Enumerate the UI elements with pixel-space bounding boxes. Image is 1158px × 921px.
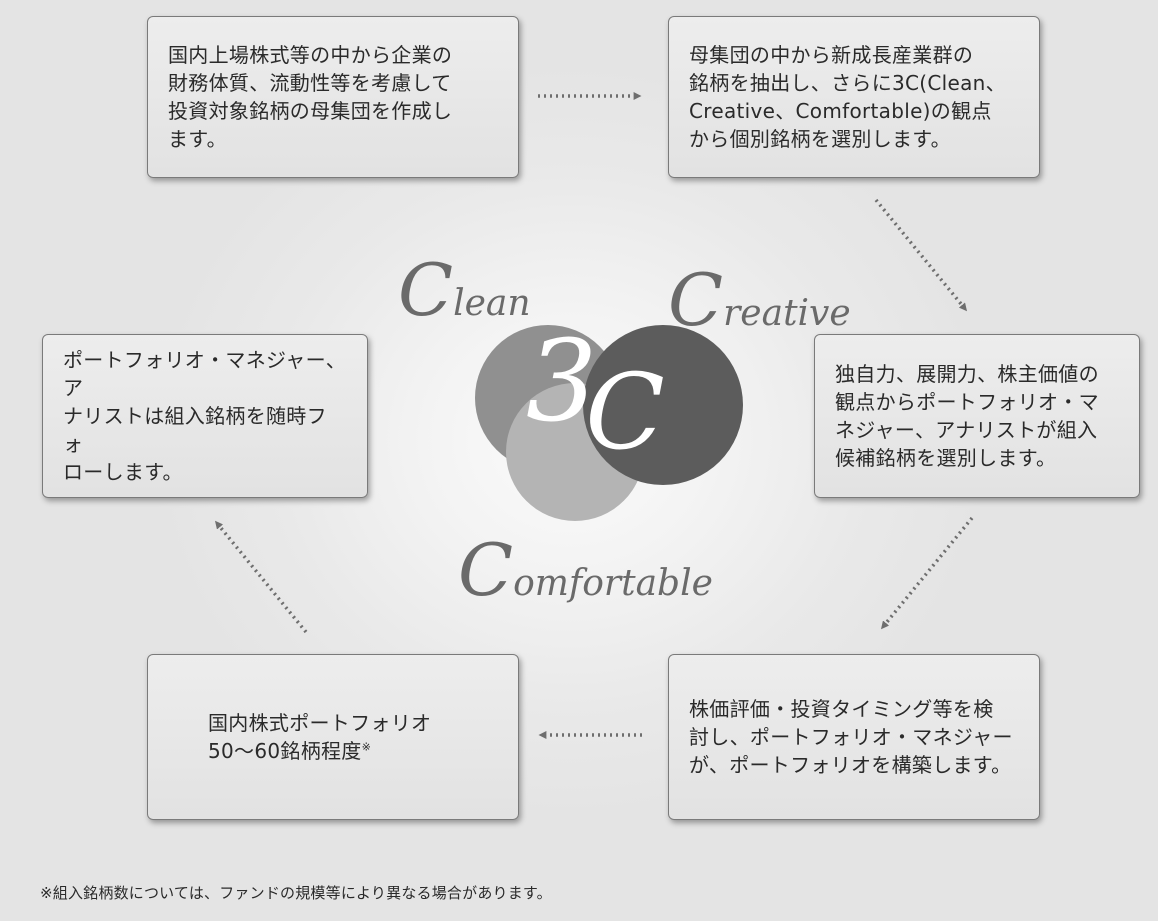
step-2-line-3: Creative、Comfortable)の観点 <box>689 99 992 123</box>
logo-3c: 3C <box>526 326 677 464</box>
step-5-line-1: 国内株式ポートフォリオ <box>208 711 432 735</box>
step-1-line-3: 投資対象銘柄の母集団を作成し <box>168 99 453 123</box>
step-3-line-4: 候補銘柄を選別します。 <box>835 446 1057 470</box>
label-clean-initial: C <box>398 248 454 332</box>
step-6-line-3: ローします。 <box>63 460 183 484</box>
label-comfortable: Comfortable <box>458 528 713 612</box>
step-6-line-2: ナリストは組入銘柄を随時フォ <box>63 404 327 456</box>
step-3-line-2: 観点からポートフォリオ・マ <box>835 390 1099 414</box>
step-2-line-1: 母集団の中から新成長産業群の <box>689 43 974 67</box>
step-1-line-1: 国内上場株式等の中から企業の <box>168 43 453 67</box>
step-5-line-2-row: 50〜60銘柄程度※ <box>208 737 498 765</box>
label-creative: Creative <box>668 258 851 342</box>
logo-3c-letter: C <box>585 351 665 473</box>
label-clean-rest: lean <box>453 283 531 324</box>
label-creative-rest: reative <box>723 293 851 334</box>
arrow-step2-to-step3 <box>874 198 968 312</box>
step-2-line-2: 銘柄を抽出し、さらに3C(Clean、 <box>689 71 1006 95</box>
step-4-line-3: が、ポートフォリオを構築します。 <box>689 753 1012 777</box>
footnote: ※組入銘柄数については、ファンドの規模等により異なる場合があります。 <box>40 884 552 902</box>
step-3-line-1: 独自力、展開力、株主価値の <box>835 362 1099 386</box>
step-box-follow-up: ポートフォリオ・マネジャー、ア ナリストは組入銘柄を随時フォ ローします。 <box>42 334 368 498</box>
step-box-3c-selection: 母集団の中から新成長産業群の 銘柄を抽出し、さらに3C(Clean、 Creat… <box>668 16 1040 178</box>
step-2-line-4: から個別銘柄を選別します。 <box>689 127 951 151</box>
arrow-step3-to-step4 <box>880 516 974 630</box>
step-3-line-3: ネジャー、アナリストが組入 <box>835 418 1098 442</box>
venn-circles <box>475 325 743 521</box>
step-1-line-2: 財務体質、流動性等を考慮して <box>168 71 452 95</box>
step-6-line-1: ポートフォリオ・マネジャー、ア <box>63 348 346 400</box>
step-box-screening: 国内上場株式等の中から企業の 財務体質、流動性等を考慮して 投資対象銘柄の母集団… <box>147 16 519 178</box>
circle-creative <box>583 325 743 485</box>
step-5-line-2: 50〜60銘柄程度 <box>208 739 362 763</box>
footnote-mark: ※ <box>361 740 372 754</box>
label-clean: Clean <box>398 248 531 332</box>
label-comfortable-rest: omfortable <box>513 563 713 604</box>
step-box-candidate-selection: 独自力、展開力、株主価値の 観点からポートフォリオ・マ ネジャー、アナリストが組… <box>814 334 1140 498</box>
step-4-line-1: 株価評価・投資タイミング等を検 <box>689 697 994 721</box>
label-comfortable-initial: C <box>458 528 514 612</box>
step-box-portfolio-construction: 株価評価・投資タイミング等を検 討し、ポートフォリオ・マネジャー が、ポートフォ… <box>668 654 1040 820</box>
flow-arrows <box>214 92 974 739</box>
arrow-step5-to-step6 <box>214 520 308 634</box>
step-1-line-4: ます。 <box>168 127 227 151</box>
label-creative-initial: C <box>668 258 724 342</box>
step-box-portfolio-result: 国内株式ポートフォリオ 50〜60銘柄程度※ <box>147 654 519 820</box>
step-4-line-2: 討し、ポートフォリオ・マネジャー <box>689 725 1013 749</box>
logo-3c-digit: 3 <box>526 317 598 447</box>
